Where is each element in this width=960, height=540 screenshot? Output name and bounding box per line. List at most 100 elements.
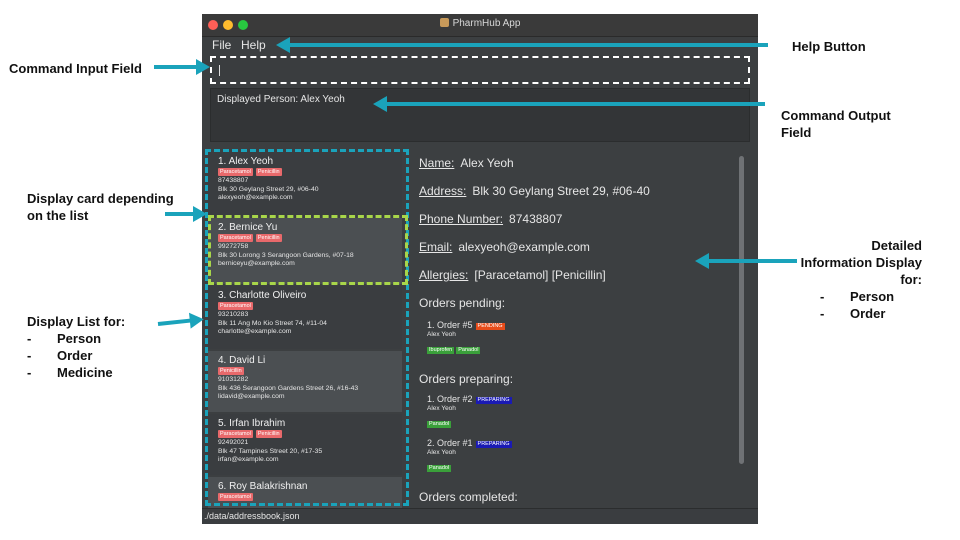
text-caret [219, 65, 220, 76]
person-card-address: Blk 30 Lorong 3 Serangoon Gardens, #07-1… [218, 251, 354, 259]
person-card-email: charlotte@example.com [218, 328, 292, 336]
detailed-info-item: Person [820, 288, 940, 305]
detailed-info-items: Person Order [820, 288, 940, 322]
display-list-item: Order [27, 347, 125, 364]
detail-phone-row: Phone Number:87438807 [419, 212, 562, 226]
menu-file[interactable]: File [212, 38, 232, 52]
menu-help[interactable]: Help [241, 38, 266, 52]
title-bar: PharmHub App [202, 14, 758, 37]
allergy-tags: Paracetamol [218, 493, 402, 502]
person-card-email: berniceyu@example.com [218, 260, 295, 268]
command-result-panel: Displayed Person: Alex Yeoh [210, 88, 750, 142]
close-window-button[interactable] [208, 20, 218, 30]
arrow-head-icon [276, 37, 290, 53]
detailed-info-item: Order [820, 305, 940, 322]
display-card-arrow [165, 206, 207, 222]
allergy-tags: Penicillin [218, 367, 402, 376]
display-card-annotation: Display card depending on the list [27, 191, 174, 223]
person-card-name: 1. Alex Yeoh [218, 156, 274, 167]
command-result-text: Displayed Person: Alex Yeoh [217, 94, 345, 105]
order-person: Alex Yeoh [427, 331, 456, 338]
command-input-arrow [154, 59, 210, 75]
allergy-tag: Paracetamol [218, 430, 253, 438]
allergy-tag: Penicillin [255, 430, 282, 438]
name-label: Name: [419, 156, 455, 170]
status-file-path: ./data/addressbook.json [204, 511, 300, 521]
person-card-phone: 91031282 [218, 376, 249, 383]
status-badge: PENDING [475, 323, 505, 330]
command-output-annotation: Command Output Field [781, 108, 891, 140]
display-list-items: Person Order Medicine [27, 330, 125, 381]
person-card-address: Blk 436 Serangoon Gardens Street 26, #16… [218, 384, 359, 392]
detail-name-row: Name: Alex Yeoh [419, 156, 514, 170]
window-title: PharmHub App [202, 18, 758, 29]
allergy-tag: Paracetamol [218, 493, 253, 501]
person-card-name: 4. David Li [218, 355, 266, 366]
allergy-tag: Paracetamol [218, 168, 253, 176]
minimize-window-button[interactable] [223, 20, 233, 30]
arrow-head-icon [695, 253, 709, 269]
detail-scrollbar[interactable] [739, 156, 744, 464]
maximize-window-button[interactable] [238, 20, 248, 30]
person-card-address: Blk 47 Tampines Street 20, #17-35 [218, 447, 323, 455]
display-card-outline [208, 215, 408, 285]
person-card-name: 2. Bernice Yu [218, 222, 278, 233]
status-bar: ./data/addressbook.json [202, 508, 758, 524]
display-list-arrow [157, 311, 205, 329]
app-icon [439, 18, 449, 27]
status-badge: PREPARING [475, 397, 512, 404]
phone-label: Phone Number: [419, 212, 504, 226]
command-input-annotation: Command Input Field [9, 61, 142, 76]
detailed-info-annotation: Detailed Information Display for: Person… [800, 237, 940, 322]
name-value: Alex Yeoh [460, 156, 514, 170]
person-card-phone: 87438807 [218, 177, 249, 184]
orders-completed-heading: Orders completed: [419, 490, 518, 504]
allergy-tag: Paracetamol [218, 302, 253, 310]
medicine-tag: Panadol [456, 347, 481, 354]
status-badge: PREPARING [475, 441, 512, 448]
command-box [210, 56, 750, 84]
display-list-annotation: Display List for: Person Order Medicine [27, 313, 125, 381]
person-card-phone: 99272758 [218, 243, 249, 250]
allergies-value: [Paracetamol] [Penicillin] [474, 268, 606, 282]
display-list-item: Medicine [27, 364, 125, 381]
person-card-phone: 93210283 [218, 311, 249, 318]
display-list-item: Person [27, 330, 125, 347]
order-person: Alex Yeoh [427, 449, 456, 456]
medicine-tag: Panadol [427, 465, 452, 472]
detailed-info-arrow [695, 253, 797, 269]
command-input[interactable] [216, 62, 740, 80]
person-card-address: Blk 30 Geylang Street 29, #06-40 [218, 185, 319, 193]
address-value: Blk 30 Geylang Street 29, #06-40 [472, 184, 650, 198]
display-list-heading: Display List for: [27, 314, 126, 329]
allergy-tag: Penicillin [255, 234, 282, 242]
detail-email-row: Email:alexyeoh@example.com [419, 240, 590, 254]
allergy-tag: Penicillin [255, 168, 282, 176]
person-card-email: irfan@example.com [218, 456, 279, 464]
order-title-text: 1. Order #5 [427, 320, 473, 330]
allergy-tag: Paracetamol [218, 234, 253, 242]
person-card-name: 3. Charlotte Oliveiro [218, 290, 307, 301]
person-card-name: 5. Irfan Ibrahim [218, 418, 286, 429]
command-output-arrow [373, 96, 765, 112]
address-label: Address: [419, 184, 467, 198]
arrow-head-icon [196, 59, 210, 75]
email-value: alexyeoh@example.com [458, 240, 590, 254]
person-card-email: lidavid@example.com [218, 393, 285, 401]
orders-preparing-heading: Orders preparing: [419, 372, 514, 386]
